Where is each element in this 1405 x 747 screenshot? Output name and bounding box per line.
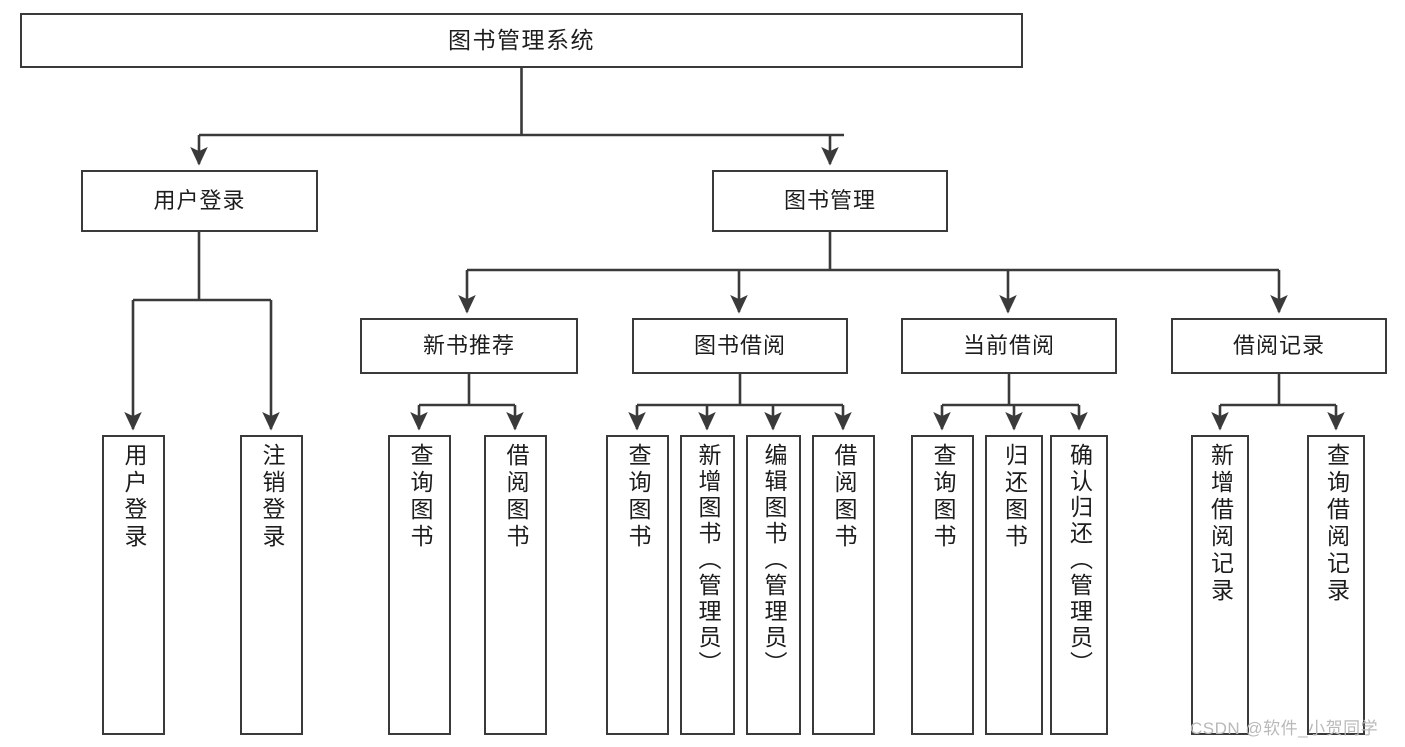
- node-leaf-user-login[interactable]: 用户登录: [102, 435, 165, 735]
- node-leaf-return-book[interactable]: 归还图书: [985, 435, 1043, 735]
- node-leaf-add-book-label: 新增图书（管理员）: [695, 443, 721, 677]
- node-current-borrow-label: 当前借阅: [962, 333, 1055, 359]
- node-root-label: 图书管理系统: [448, 26, 595, 53]
- node-leaf-borrow-book-2[interactable]: 借阅图书: [812, 435, 875, 735]
- node-book-borrow-label: 图书借阅: [693, 333, 786, 359]
- node-user-login-label: 用户登录: [153, 188, 246, 214]
- node-leaf-confirm-return-label: 确认归还（管理员）: [1066, 443, 1093, 677]
- node-leaf-query-book-1-label: 查询图书: [407, 443, 433, 551]
- node-new-book-recommend[interactable]: 新书推荐: [360, 318, 578, 374]
- node-book-borrow[interactable]: 图书借阅: [632, 318, 848, 374]
- node-leaf-edit-book[interactable]: 编辑图书（管理员）: [746, 435, 801, 735]
- node-leaf-add-record[interactable]: 新增借阅记录: [1191, 435, 1249, 735]
- node-borrow-record-label: 借阅记录: [1232, 333, 1325, 359]
- node-leaf-query-record-label: 查询借阅记录: [1323, 443, 1350, 605]
- node-leaf-edit-book-label: 编辑图书（管理员）: [761, 443, 787, 677]
- node-leaf-borrow-book-1[interactable]: 借阅图书: [484, 435, 547, 735]
- node-leaf-query-record[interactable]: 查询借阅记录: [1307, 435, 1365, 735]
- node-book-manage-label: 图书管理: [783, 188, 876, 214]
- node-leaf-user-logout-label: 注销登录: [259, 443, 285, 551]
- node-leaf-user-login-label: 用户登录: [121, 443, 147, 551]
- node-user-login[interactable]: 用户登录: [81, 170, 318, 232]
- node-new-book-recommend-label: 新书推荐: [422, 333, 515, 359]
- node-current-borrow[interactable]: 当前借阅: [901, 318, 1117, 374]
- node-leaf-borrow-book-2-label: 借阅图书: [831, 443, 857, 551]
- node-leaf-query-book-3[interactable]: 查询图书: [911, 435, 974, 735]
- node-leaf-return-book-label: 归还图书: [1001, 443, 1028, 551]
- node-leaf-query-book-2[interactable]: 查询图书: [606, 435, 669, 735]
- node-book-manage[interactable]: 图书管理: [712, 170, 948, 232]
- node-leaf-query-book-1[interactable]: 查询图书: [388, 435, 451, 735]
- node-leaf-confirm-return[interactable]: 确认归还（管理员）: [1050, 435, 1108, 735]
- node-root[interactable]: 图书管理系统: [20, 13, 1023, 68]
- node-leaf-add-record-label: 新增借阅记录: [1207, 443, 1234, 605]
- node-leaf-user-logout[interactable]: 注销登录: [240, 435, 303, 735]
- node-leaf-borrow-book-1-label: 借阅图书: [503, 443, 529, 551]
- node-leaf-query-book-3-label: 查询图书: [930, 443, 956, 551]
- node-leaf-query-book-2-label: 查询图书: [625, 443, 651, 551]
- node-leaf-add-book[interactable]: 新增图书（管理员）: [680, 435, 735, 735]
- node-borrow-record[interactable]: 借阅记录: [1171, 318, 1387, 374]
- csdn-watermark: CSDN @软件_小贺同学: [1190, 719, 1379, 738]
